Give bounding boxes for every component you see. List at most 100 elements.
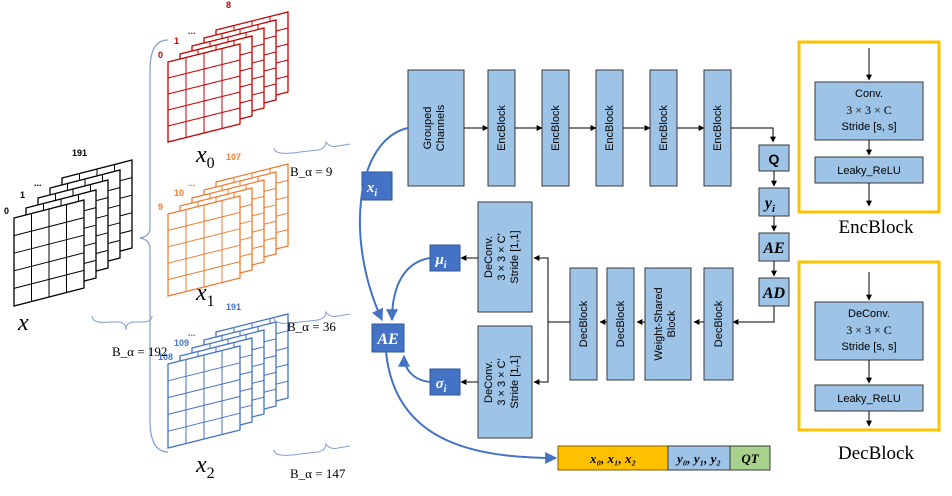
encblock-4 (649, 69, 678, 187)
index-last: 191 (226, 302, 241, 312)
output-seg2-label: y₀, y₁, y₂ (675, 451, 721, 466)
deconv-mu-label: DeConv.3 × 3 × C′Stride [1,1] (483, 230, 521, 283)
dec-conv-label: DeConv. (848, 308, 890, 320)
output-seg1 (557, 445, 669, 471)
index-first: 0 (4, 206, 9, 216)
index-second: 10 (174, 188, 184, 198)
dec-kernel-label: 3 × 3 × C (846, 323, 892, 337)
balpha-x0: B_α = 9 (290, 164, 332, 179)
index-second: 109 (174, 338, 189, 348)
index-ellipsis: ... (188, 328, 196, 338)
encoder-chain: GroupedChannels EncBlock EncBlock EncBlock… (407, 69, 776, 187)
index-first: 9 (158, 202, 163, 212)
ae-main-label: AE (376, 331, 398, 348)
decblock-1-label: DecBlock (578, 300, 590, 347)
encblock-2 (541, 69, 570, 187)
index-second: 1 (174, 36, 179, 46)
decblock-caption: DecBlock (838, 443, 914, 464)
brace-x1 (273, 310, 351, 324)
mu-box (429, 244, 461, 272)
ad-box (758, 277, 790, 307)
y-box (758, 187, 790, 217)
label-x2: x2 (195, 452, 215, 482)
encblock-1-label: EncBlock (496, 105, 508, 151)
brace-x0 (273, 140, 351, 154)
mu-label: μi (434, 252, 446, 271)
decblock-3 (703, 267, 734, 381)
grid-sheet (167, 345, 241, 449)
deconv-sigma-label: DeConv.3 × 3 × C′Stride [1,1] (483, 355, 521, 408)
decoder-chain: DecBlock DecBlock Weight-SharedBlock Dec… (460, 201, 734, 439)
output-curve (385, 351, 558, 464)
grouping-brace (139, 39, 169, 453)
balpha-x1: B_α = 36 (287, 319, 336, 334)
enc-act-label: Leaky_ReLU (837, 165, 901, 177)
deconv-mu-block (477, 201, 533, 313)
dec-act-box (814, 384, 924, 412)
encblock-panel: Conv. 3 × 3 × C Stride [s, s] Leaky_ReLU… (797, 40, 941, 238)
input-tensor-stack: 01...191 (4, 148, 133, 307)
label-x0: x0 (195, 142, 215, 172)
group-x0-stack: 01...8 (158, 0, 289, 143)
decblock-2-label: DecBlock (615, 300, 627, 347)
index-first: 0 (158, 50, 163, 60)
xi-curve (358, 127, 409, 322)
dec-act-label: Leaky_ReLU (837, 393, 901, 405)
output-seg3-label: QT (741, 451, 759, 466)
weight-shared-label: Weight-SharedBlock (653, 287, 678, 360)
grid-sheet (167, 43, 241, 143)
mu-curve (386, 257, 431, 322)
sigma-label: σi (436, 376, 447, 395)
ae-box (758, 232, 790, 262)
enc-stride-label: Stride [s, s] (841, 121, 896, 133)
decblock-2 (606, 267, 635, 381)
grouped-channels-label: GroupedChannels (422, 104, 447, 151)
encblock-caption: EncBlock (839, 217, 914, 238)
label-x: x (17, 310, 29, 336)
brace-x2 (273, 442, 351, 456)
enc-kernel-label: 3 × 3 × C (846, 103, 892, 117)
encblock-4-label: EncBlock (658, 105, 670, 151)
xi-label: xi (366, 180, 378, 199)
index-ellipsis: ... (188, 178, 196, 188)
index-last: 107 (226, 152, 241, 162)
dec-conv-box (814, 301, 924, 361)
dec-stride-label: Stride [s, s] (841, 341, 896, 353)
enc-act-box (814, 156, 924, 184)
encblock-2-label: EncBlock (550, 105, 562, 151)
deconv-sigma-block (477, 325, 533, 439)
group-x1-stack: 9 10... 107 (158, 152, 289, 297)
output-seg1-label: x₀, x₁, x₂ (589, 451, 636, 466)
weight-shared-block (644, 267, 692, 381)
index-first: 108 (158, 352, 173, 362)
balpha-x: B_α = 192 (112, 344, 167, 359)
grid-sheet (167, 195, 241, 297)
index-ellipsis: ... (34, 178, 42, 188)
decblock-panel: DeConv. 3 × 3 × C Stride [s, s] Leaky_Re… (797, 260, 941, 464)
ad-label: AD (762, 285, 786, 302)
q-box (758, 144, 790, 172)
encblock-3-label: EncBlock (604, 105, 616, 151)
sigma-box (429, 368, 461, 396)
index-last: 191 (72, 148, 87, 158)
grid-sheet (13, 199, 85, 307)
xi-box (361, 171, 393, 201)
output-seg2 (667, 445, 731, 471)
quantization-column: Q yi AE AD (732, 144, 790, 325)
sigma-curve (398, 354, 431, 383)
y-label: yi (763, 195, 776, 215)
grouped-channels-block (407, 69, 465, 187)
label-x1: x1 (195, 280, 215, 310)
index-ellipsis: ... (188, 26, 196, 36)
ae-main-box (371, 323, 405, 353)
balpha-x2: B_α = 147 (290, 466, 346, 481)
decblock-1 (569, 267, 598, 381)
brace-x (91, 315, 153, 331)
decblock-3-label: DecBlock (713, 300, 725, 347)
enc-conv-box (814, 81, 924, 141)
q-label: Q (769, 151, 780, 167)
encblock-5-label: EncBlock (712, 105, 724, 151)
encblock-1 (487, 69, 516, 187)
